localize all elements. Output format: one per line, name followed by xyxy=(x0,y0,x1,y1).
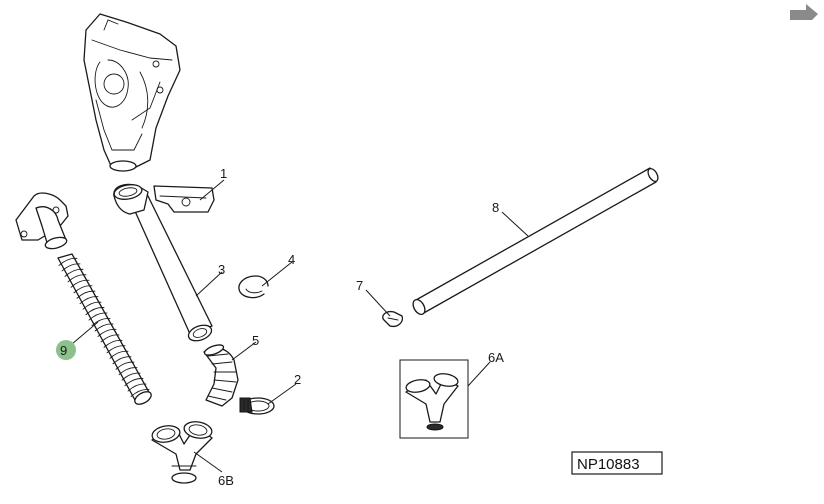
leader-3 xyxy=(195,271,223,297)
hose-rib xyxy=(130,388,150,397)
reference-number-box: NP10883 xyxy=(571,451,663,475)
hose-rib xyxy=(67,274,87,283)
part-4-ring-clip xyxy=(238,275,269,299)
hose-rib xyxy=(103,339,123,348)
hose-rib xyxy=(79,296,99,305)
hose-rib xyxy=(118,367,138,376)
hose-rib xyxy=(88,312,108,321)
part-8-pipe xyxy=(412,167,659,316)
callout-3: 3 xyxy=(218,262,225,277)
callout-6b: 6B xyxy=(218,473,234,488)
back-arrow-icon[interactable] xyxy=(790,4,818,20)
hose-ribs xyxy=(58,257,150,397)
part-5-elbow-hose xyxy=(203,344,239,407)
hose-rib xyxy=(100,334,120,343)
hose-rib xyxy=(76,290,96,299)
leader-6a xyxy=(467,361,491,387)
leader-5 xyxy=(231,341,257,361)
hose-rib xyxy=(94,323,114,332)
highlight-9 xyxy=(56,340,76,360)
hose-rib xyxy=(70,279,90,288)
hose-rib xyxy=(109,350,129,359)
hose-rib xyxy=(85,307,105,316)
leader-4 xyxy=(261,261,293,287)
leader-6b xyxy=(193,451,223,473)
hose-rib xyxy=(58,257,78,266)
callout-4: 4 xyxy=(288,252,295,267)
hose-rib xyxy=(91,317,111,326)
hose-rib xyxy=(64,268,84,277)
hose-rib xyxy=(97,328,117,337)
part-2-hose-clamp xyxy=(239,397,275,415)
part-3-tube xyxy=(113,183,213,342)
hose-rib xyxy=(73,285,93,294)
callout-2: 2 xyxy=(294,372,301,387)
hose-rib xyxy=(106,345,126,354)
reference-number: NP10883 xyxy=(577,456,640,473)
callout-8: 8 xyxy=(492,200,499,215)
hose-rib xyxy=(112,356,132,365)
leader-2 xyxy=(267,383,297,405)
hose-rib xyxy=(82,301,102,310)
leader-7 xyxy=(365,289,391,317)
hose-rib xyxy=(61,263,81,272)
callout-9[interactable]: 9 xyxy=(60,343,67,358)
hose-rib xyxy=(121,372,141,381)
leader-1 xyxy=(199,179,225,201)
housing-assembly xyxy=(83,13,181,172)
hose-rib xyxy=(127,383,147,392)
part-7-clip xyxy=(382,310,404,328)
leader-9 xyxy=(71,321,99,345)
hose-rib xyxy=(124,378,144,387)
callout-1: 1 xyxy=(220,166,227,181)
part-6b-y-fitting xyxy=(151,421,213,484)
callout-6a: 6A xyxy=(488,350,504,365)
hose-rib xyxy=(115,361,135,370)
part-9-corrugated-hose xyxy=(15,192,152,405)
callout-5: 5 xyxy=(252,333,259,348)
callout-7: 7 xyxy=(356,278,363,293)
part-6a-box xyxy=(399,359,469,439)
part-1-plate xyxy=(153,185,215,213)
leader-8 xyxy=(501,211,529,237)
